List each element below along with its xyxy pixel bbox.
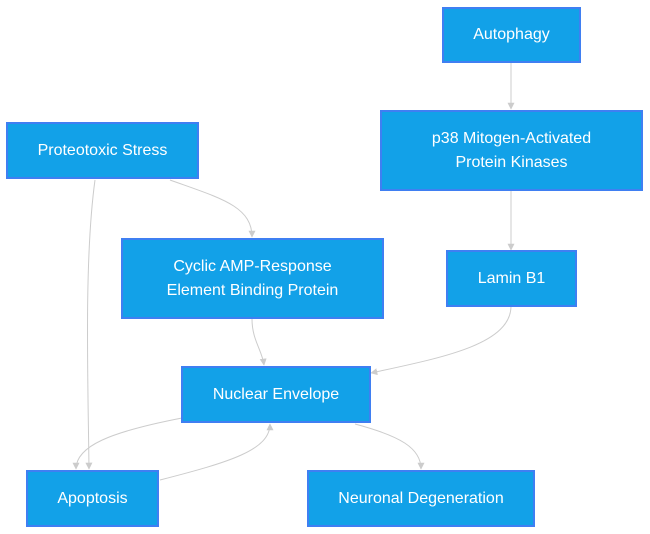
node-creb[interactable]: Cyclic AMP-Response Element Binding Prot… [121, 238, 384, 319]
edge-nuclear-neuronal [354, 423, 425, 470]
edge-apoptosis-nuclear [159, 423, 274, 481]
node-nuclear-envelope[interactable]: Nuclear Envelope [181, 366, 371, 423]
node-label: Cyclic AMP-Response Element Binding Prot… [166, 257, 339, 299]
edge-lamin-nuclear [370, 305, 512, 376]
node-p38-mapk[interactable]: p38 Mitogen-Activated Protein Kinases [380, 110, 643, 191]
edge-nuclear-apoptosis [72, 417, 183, 470]
node-label: Apoptosis [57, 489, 128, 507]
node-autophagy[interactable]: Autophagy [442, 7, 581, 63]
node-label: Proteotoxic Stress [37, 141, 168, 159]
edge-creb-nuclear [251, 318, 267, 366]
node-apoptosis[interactable]: Apoptosis [26, 470, 159, 527]
node-lamin-b1[interactable]: Lamin B1 [446, 250, 577, 307]
node-label: Nuclear Envelope [212, 385, 340, 403]
node-label: Lamin B1 [477, 269, 546, 287]
edge-proteotoxic-creb [169, 179, 256, 238]
node-label: p38 Mitogen-Activated Protein Kinases [431, 129, 592, 171]
node-neuronal-degeneration[interactable]: Neuronal Degeneration [307, 470, 535, 527]
node-label: Autophagy [473, 26, 550, 43]
edge-proteotoxic-apoptosis [85, 179, 96, 470]
node-proteotoxic-stress[interactable]: Proteotoxic Stress [6, 122, 199, 179]
node-label: Neuronal Degeneration [338, 489, 504, 507]
